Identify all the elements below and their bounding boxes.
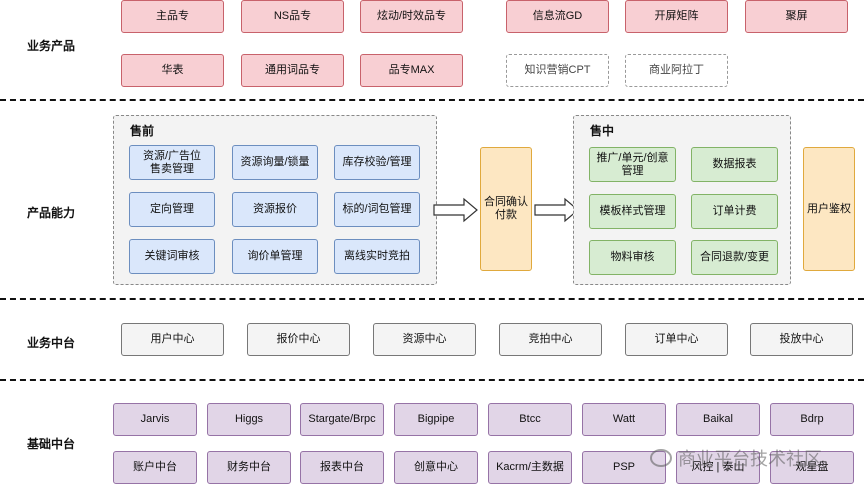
row-label-business-platform: 业务中台 <box>27 336 76 350</box>
base-platform-box: 创意中心 <box>394 451 478 484</box>
base-platform-box: 财务中台 <box>207 451 291 484</box>
business-platform-box: 投放中心 <box>750 323 853 356</box>
row-label-base-platform: 基础中台 <box>27 437 76 451</box>
contract-payment-box: 合同确认 付款 <box>480 147 532 271</box>
base-platform-box: 风控 | 泰山 <box>676 451 760 484</box>
base-platform-box: Higgs <box>207 403 291 436</box>
insale-title: 售中 <box>590 124 615 138</box>
product-box: 炫动/时效品专 <box>360 0 463 33</box>
arrow-right-icon <box>433 197 478 223</box>
base-platform-box: Baikal <box>676 403 760 436</box>
row-label-product-capabilities: 产品能力 <box>27 206 76 220</box>
insale-item: 推广/单元/创意 管理 <box>589 147 676 182</box>
product-box-dashed: 商业阿拉丁 <box>625 54 728 87</box>
base-platform-box: 报表中台 <box>300 451 384 484</box>
insale-item: 订单计费 <box>691 194 778 229</box>
presale-item: 离线实时竞拍 <box>334 239 420 274</box>
chat-bubble-icon <box>650 449 672 467</box>
presale-item: 资源/广告位 售卖管理 <box>129 145 215 180</box>
product-box: NS品专 <box>241 0 344 33</box>
business-platform-box: 报价中心 <box>247 323 350 356</box>
presale-item: 库存校验/管理 <box>334 145 420 180</box>
business-platform-box: 订单中心 <box>625 323 728 356</box>
product-box: 聚屏 <box>745 0 848 33</box>
presale-title: 售前 <box>130 124 155 138</box>
presale-item: 资源报价 <box>232 192 318 227</box>
watermark: 商业平台技术社区 <box>650 445 822 471</box>
product-box-dashed: 知识营销CPT <box>506 54 609 87</box>
product-box: 主品专 <box>121 0 224 33</box>
insale-item: 模板样式管理 <box>589 194 676 229</box>
presale-item: 定向管理 <box>129 192 215 227</box>
product-box: 品专MAX <box>360 54 463 87</box>
base-platform-box: Btcc <box>488 403 572 436</box>
arrow-right-icon <box>534 197 579 223</box>
base-platform-box: Bigpipe <box>394 403 478 436</box>
insale-item: 数据报表 <box>691 147 778 182</box>
business-platform-box: 竞拍中心 <box>499 323 602 356</box>
business-platform-box: 资源中心 <box>373 323 476 356</box>
business-platform-box: 用户中心 <box>121 323 224 356</box>
base-platform-box: Watt <box>582 403 666 436</box>
base-platform-box: Stargate/Brpc <box>300 403 384 436</box>
base-platform-box: 账户中台 <box>113 451 197 484</box>
base-platform-box: Kacrm/主数据 <box>488 451 572 484</box>
presale-item: 关键词审核 <box>129 239 215 274</box>
user-auth-box: 用户鉴权 <box>803 147 855 271</box>
base-platform-box: Jarvis <box>113 403 197 436</box>
watermark-text: 商业平台技术社区 <box>678 449 822 469</box>
insale-item: 物料审核 <box>589 240 676 275</box>
product-box: 通用词品专 <box>241 54 344 87</box>
row-label-business-products: 业务产品 <box>27 39 76 53</box>
presale-item: 标的/词包管理 <box>334 192 420 227</box>
section-divider <box>0 379 864 381</box>
section-divider <box>0 298 864 300</box>
product-box: 开屏矩阵 <box>625 0 728 33</box>
insale-item: 合同退款/变更 <box>691 240 778 275</box>
presale-item: 资源询量/锁量 <box>232 145 318 180</box>
product-box: 华表 <box>121 54 224 87</box>
presale-item: 询价单管理 <box>232 239 318 274</box>
product-box: 信息流GD <box>506 0 609 33</box>
base-platform-box: Bdrp <box>770 403 854 436</box>
section-divider <box>0 99 864 101</box>
base-platform-box: 观星盘 <box>770 451 854 484</box>
